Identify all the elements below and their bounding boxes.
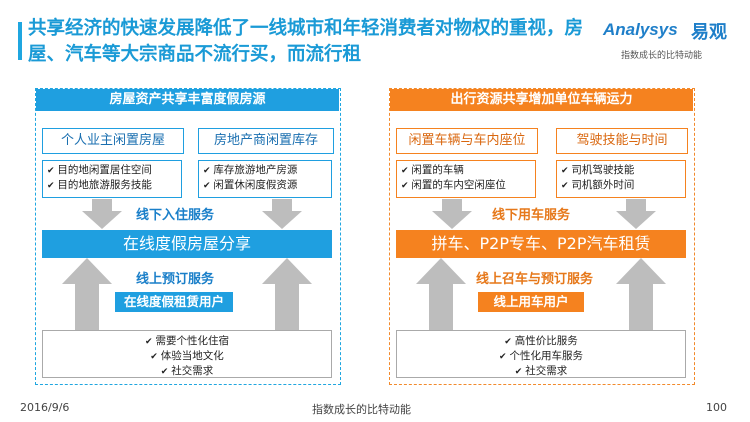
- left-needs-box: 需要个性化住宿 体验当地文化 社交需求: [42, 330, 332, 378]
- left-supply-1-title: 个人业主闲置房屋: [42, 128, 184, 154]
- list-item: 社交需求: [43, 364, 331, 379]
- left-supply-1-list: 目的地闲置居住空间 目的地旅游服务技能: [42, 160, 182, 198]
- left-down-arrow-1: [82, 199, 122, 229]
- right-down-arrow-1: [432, 199, 472, 229]
- list-item: 闲置的车内空闲座位: [401, 178, 531, 193]
- left-center-band: 在线度假房屋分享: [42, 230, 332, 258]
- right-panel: [389, 88, 695, 385]
- footer-slogan: 指数成长的比特动能: [312, 403, 411, 416]
- right-offline-label: 线下用车服务: [492, 208, 571, 223]
- list-item: 闲置休闲度假资源: [203, 178, 327, 193]
- footer-date: 2016/9/6: [20, 401, 70, 414]
- right-supply-2-title: 驾驶技能与时间: [556, 128, 688, 154]
- right-needs-box: 高性价比服务 个性化用车服务 社交需求: [396, 330, 686, 378]
- list-item: 需要个性化住宿: [43, 334, 331, 349]
- list-item: 高性价比服务: [397, 334, 685, 349]
- list-item: 社交需求: [397, 364, 685, 379]
- left-user-label: 在线度假租赁用户: [115, 292, 233, 312]
- right-center-band: 拼车、P2P专车、P2P汽车租赁: [396, 230, 686, 258]
- left-panel-header: 房屋资产共享丰富度假房源: [36, 89, 339, 111]
- right-supply-1-title: 闲置车辆与车内座位: [396, 128, 538, 154]
- list-item: 目的地闲置居住空间: [47, 163, 177, 178]
- list-item: 闲置的车辆: [401, 163, 531, 178]
- logo-slogan: 指数成长的比特动能: [621, 51, 703, 61]
- left-down-arrow-2: [262, 199, 302, 229]
- left-supply-2-list: 库存旅游地产房源 闲置休闲度假资源: [198, 160, 332, 198]
- right-panel-header: 出行资源共享增加单位车辆运力: [390, 89, 693, 111]
- right-user-label: 线上用车用户: [478, 292, 584, 312]
- analysys-logo: Analysys 易观 指数成长的比特动能: [603, 20, 738, 70]
- right-supply-1-list: 闲置的车辆 闲置的车内空闲座位: [396, 160, 536, 198]
- right-up-arrow-2: [616, 258, 666, 331]
- list-item: 库存旅游地产房源: [203, 163, 327, 178]
- list-item: 司机驾驶技能: [561, 163, 681, 178]
- left-offline-label: 线下入住服务: [136, 208, 215, 223]
- left-up-arrow-2: [262, 258, 312, 331]
- left-online-label: 线上预订服务: [136, 272, 215, 287]
- right-supply-2-list: 司机驾驶技能 司机额外时间: [556, 160, 686, 198]
- list-item: 个性化用车服务: [397, 349, 685, 364]
- right-down-arrow-2: [616, 199, 656, 229]
- left-up-arrow-1: [62, 258, 112, 331]
- left-supply-2-title: 房地产商闲置库存: [198, 128, 334, 154]
- title-accent-bar: [18, 22, 22, 60]
- list-item: 体验当地文化: [43, 349, 331, 364]
- page-number: 100: [706, 401, 727, 414]
- right-up-arrow-1: [416, 258, 466, 331]
- list-item: 司机额外时间: [561, 178, 681, 193]
- list-item: 目的地旅游服务技能: [47, 178, 177, 193]
- right-online-label: 线上召车与预订服务: [476, 272, 594, 287]
- page-title: 共享经济的快速发展降低了一线城市和年轻消费者对物权的重视，房屋、汽车等大宗商品不…: [28, 18, 584, 65]
- logo-en: Analysys: [603, 20, 678, 39]
- logo-cn: 易观: [691, 22, 727, 43]
- left-panel: [35, 88, 341, 385]
